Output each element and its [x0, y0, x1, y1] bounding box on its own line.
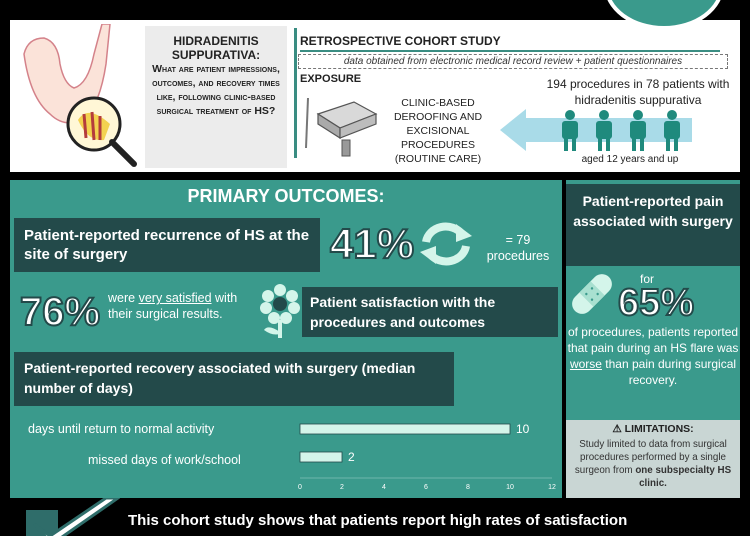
satisfaction-underlined: very satisfied — [138, 291, 212, 305]
recurrence-percent: 41% — [329, 219, 415, 268]
question-body: What are patient impressions, outcomes, … — [152, 63, 280, 117]
chart-tick-label: 12 — [548, 484, 556, 491]
chart-bar-0 — [299, 423, 511, 435]
population-arrow-icon — [500, 109, 692, 151]
chart-category-0: days until return to normal activity — [28, 422, 215, 436]
satisfaction-percent: 76% — [19, 289, 101, 335]
limitations-text-bold: one subspecialty HS clinic. — [635, 465, 732, 489]
pain-title: Patient-reported pain associated with su… — [566, 184, 740, 266]
population-text: 194 procedures in 78 patients with hidra… — [546, 77, 730, 107]
pain-percent: 65% — [617, 281, 695, 325]
study-title: RETROSPECTIVE COHORT STUDY — [300, 34, 501, 48]
chart-tick-label: 0 — [298, 484, 302, 491]
satisfaction-pre: were — [108, 291, 136, 305]
recurrence-count: = 79 procedures — [486, 233, 550, 263]
chart-value-label-0: 10 — [516, 422, 530, 436]
chart-category-1: missed days of work/school — [88, 453, 241, 467]
limitations-title: ⚠ LIMITATIONS: — [566, 423, 740, 435]
pain-for: for — [640, 272, 655, 286]
limitations-text: Study limited to data from surgical proc… — [566, 438, 740, 490]
exposure-description: CLINIC-BASED DEROOFING AND EXCISIONAL PR… — [393, 97, 483, 165]
study-subtitle: data obtained from electronic medical re… — [298, 54, 728, 69]
primary-outcomes-title: PRIMARY OUTCOMES: — [187, 186, 385, 206]
pain-text: of procedures, patients reported that pa… — [566, 324, 740, 388]
exposure-label: EXPOSURE — [300, 73, 362, 85]
research-question: HIDRADENITIS SUPPURATIVA: What are patie… — [145, 34, 287, 118]
question-title: HIDRADENITIS SUPPURATIVA: — [171, 34, 261, 62]
flower-icon — [260, 284, 300, 338]
recurrence-label: Patient-reported recurrence of HS at the… — [14, 218, 320, 272]
bandage-icon — [572, 274, 612, 314]
recovery-label: Patient-reported recovery associated wit… — [14, 352, 454, 406]
age-text: aged 12 years and up — [581, 154, 679, 165]
conclusion-text: This cohort study shows that patients re… — [128, 512, 628, 529]
pain-text-pre: of procedures, patients reported that pa… — [567, 325, 739, 355]
checkmark-icon — [26, 498, 120, 536]
satisfaction-label: Patient satisfaction with the procedures… — [302, 287, 558, 337]
header-panel — [10, 20, 740, 172]
chart-bar-1 — [299, 451, 343, 463]
study-title-underline — [300, 50, 720, 52]
limitations-panel — [566, 420, 740, 498]
recovery-bar-chart: 0 2 4 6 8 10 12 10 2 — [298, 422, 556, 491]
limitations-title-text: LIMITATIONS: — [624, 423, 694, 435]
satisfaction-post: with their surgical results. — [108, 291, 238, 321]
chart-tick-label: 2 — [340, 484, 344, 491]
warning-icon: ⚠ — [612, 423, 622, 435]
armpit-illustration-icon — [23, 24, 137, 167]
chart-tick-label: 10 — [506, 484, 514, 491]
top-bar — [0, 0, 750, 20]
chart-tick-label: 4 — [382, 484, 386, 491]
study-divider — [294, 28, 297, 158]
chart-tick-label: 8 — [466, 484, 470, 491]
pain-text-post: than pain during surgical recovery. — [605, 357, 737, 387]
question-panel — [145, 26, 287, 168]
chart-tick-label: 6 — [424, 484, 428, 491]
limitations-text-pre: Study limited to data from surgical proc… — [574, 439, 727, 476]
satisfaction-text: were very satisfied with their surgical … — [108, 290, 258, 322]
procedure-table-icon — [305, 97, 378, 157]
recurrence-cycle-icon — [420, 222, 472, 266]
pain-text-underlined: worse — [569, 357, 602, 371]
chart-value-label-1: 2 — [348, 450, 355, 464]
